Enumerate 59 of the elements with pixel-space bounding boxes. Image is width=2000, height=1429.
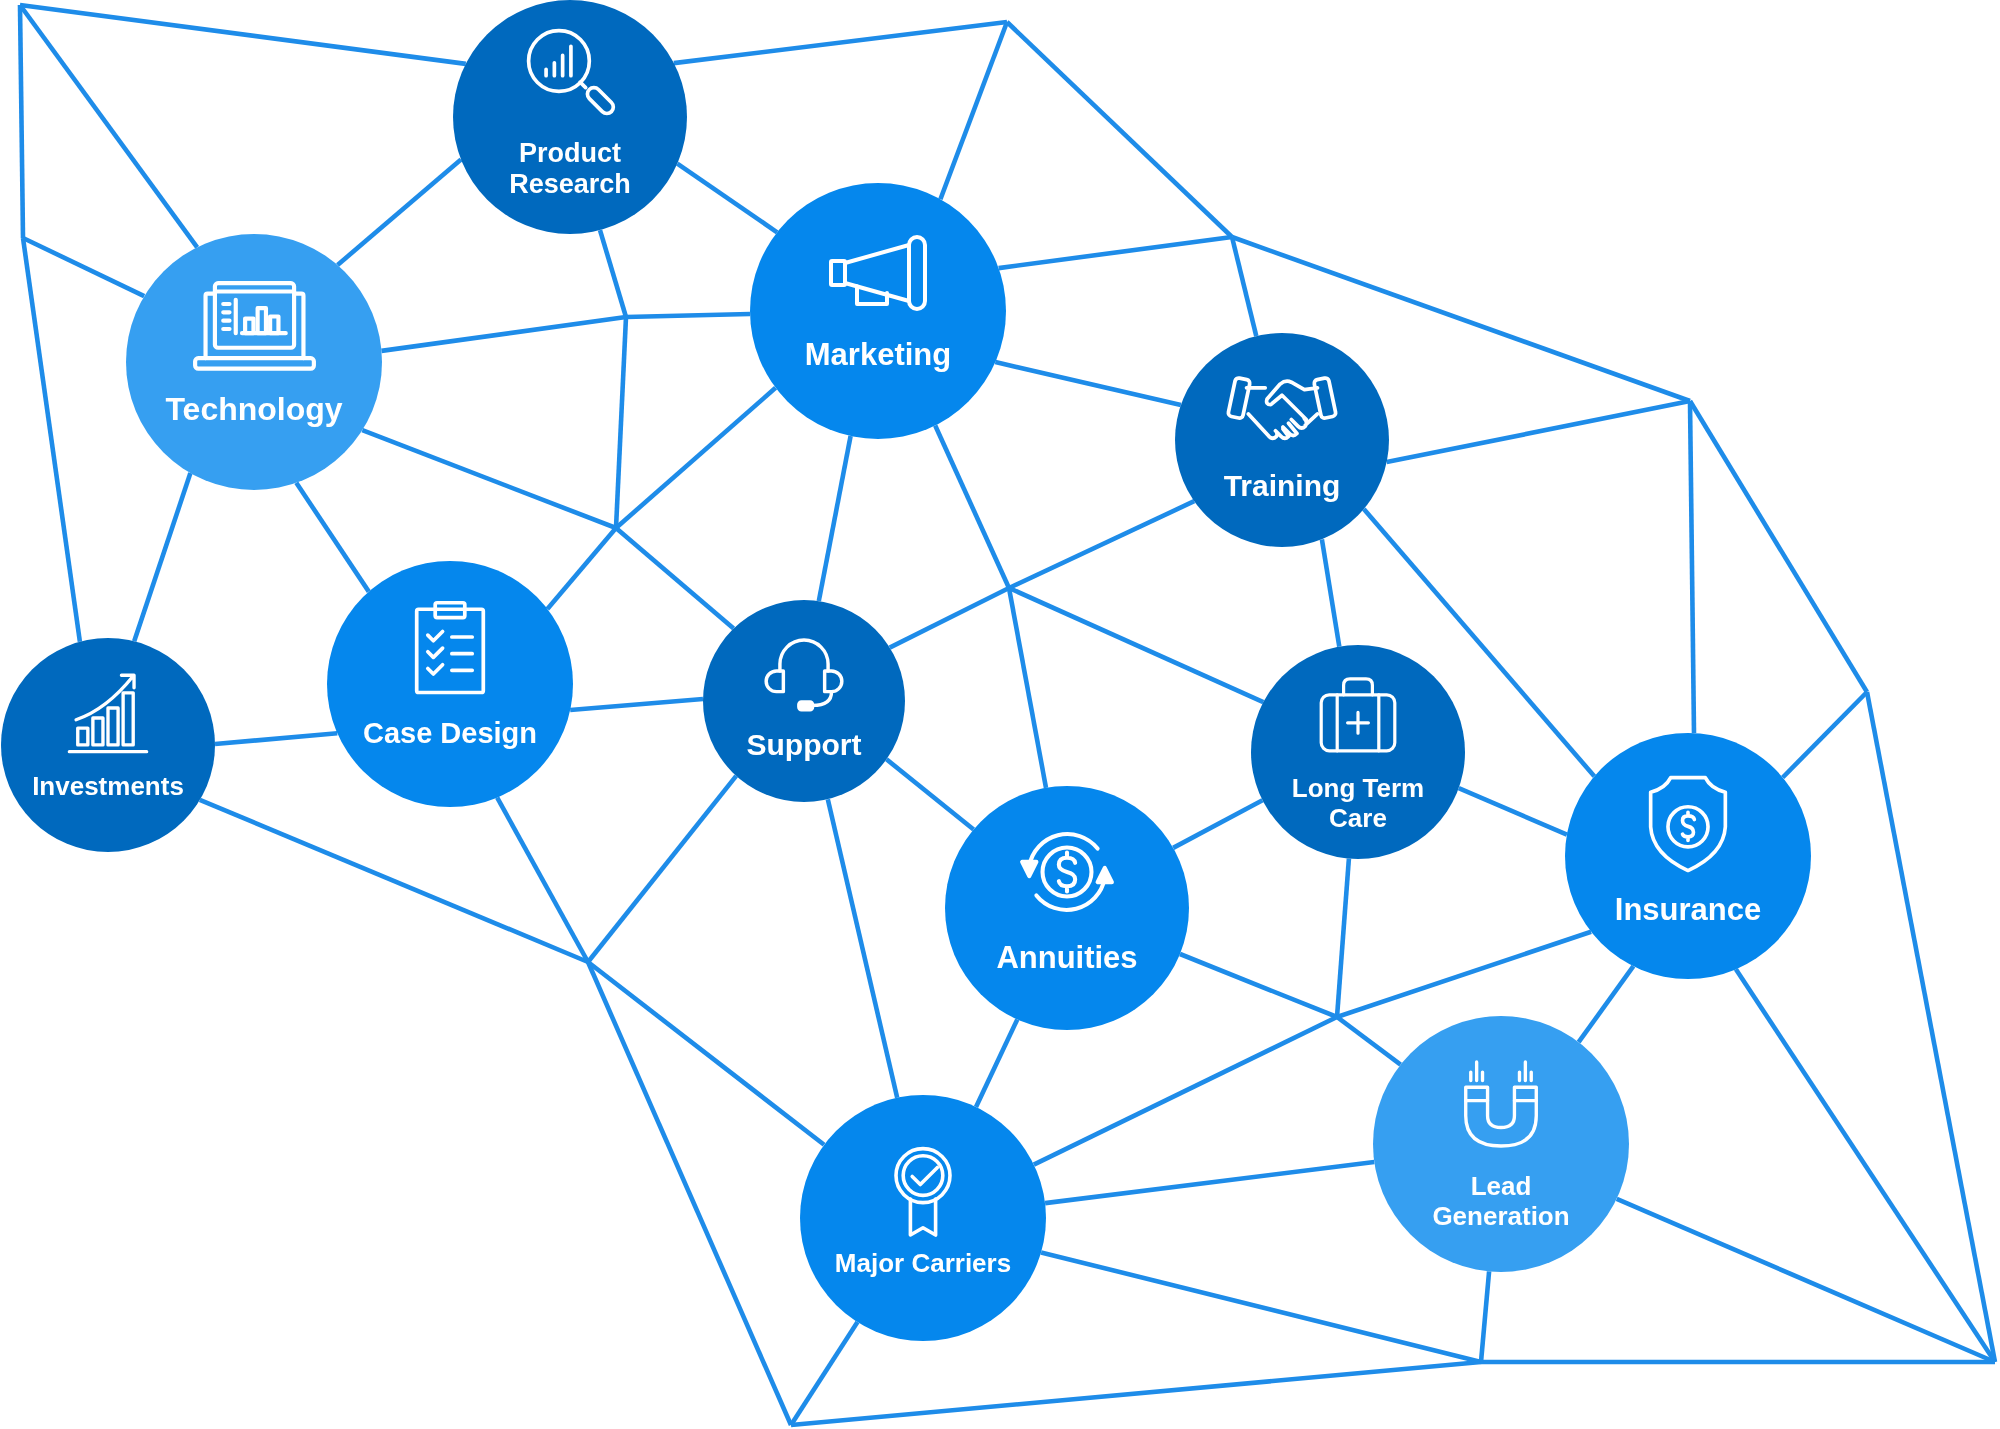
connector-line [545, 526, 618, 611]
connector-line [673, 19, 1008, 66]
connector-line [676, 161, 779, 235]
connector-line [1457, 786, 1568, 837]
connector-line [20, 237, 83, 643]
node-label: Long Term Care [1291, 773, 1425, 833]
connector-line [1386, 398, 1691, 465]
connector-line [198, 797, 589, 965]
connector-line [1734, 968, 1997, 1364]
node-label: Insurance [1614, 892, 1762, 928]
connector-line [586, 774, 738, 964]
connector-line [1044, 1159, 1375, 1206]
connector-line [614, 526, 736, 631]
connector-line [1319, 538, 1342, 647]
connector-line [294, 481, 371, 593]
connector-line [132, 472, 193, 643]
connector-line [1781, 690, 1869, 780]
connector-line [1172, 798, 1264, 850]
connector-line [1336, 929, 1592, 1020]
connector-line [994, 359, 1182, 408]
connector-line [998, 234, 1233, 271]
node-label: Lead Generation [1432, 1171, 1570, 1231]
node-label: Case Design [362, 717, 538, 750]
connector-line [1006, 587, 1049, 789]
connector-line [1008, 585, 1265, 705]
connector-line [1478, 1271, 1492, 1363]
connector-line [888, 585, 1011, 650]
connector-line [816, 435, 853, 602]
connector-line [570, 696, 704, 713]
connector-line [1362, 507, 1597, 778]
node-label: Annuities [996, 940, 1138, 976]
node-label: Marketing [804, 337, 952, 373]
connector-line [1032, 1014, 1338, 1167]
connector-line [825, 798, 900, 1099]
connector-line [1335, 1015, 1402, 1067]
connector-line [625, 311, 751, 320]
node-label: Support [746, 727, 862, 761]
connector-line [1040, 1250, 1482, 1365]
connector-line [1687, 400, 1697, 734]
node-label: Major Carriers [834, 1248, 1012, 1279]
connector-line [933, 424, 1012, 589]
connector-line [885, 757, 976, 832]
connector-line [361, 428, 617, 531]
connector-line [1008, 499, 1196, 591]
connector-line [973, 1018, 1020, 1108]
connector-line [19, 2, 467, 67]
connector-line [336, 157, 463, 267]
connector-line [1576, 964, 1636, 1044]
connector-line [214, 731, 338, 747]
node-label: Training [1223, 468, 1341, 502]
connector-line [1229, 236, 1259, 337]
node-label: Product Research [509, 137, 631, 199]
connector-line [1179, 951, 1338, 1020]
connector-line [22, 235, 146, 299]
node-label: Investments [32, 771, 184, 802]
node-label: Technology [165, 390, 343, 427]
connector-line [597, 229, 629, 318]
connector-line [381, 314, 627, 354]
connector-line [938, 21, 1010, 201]
